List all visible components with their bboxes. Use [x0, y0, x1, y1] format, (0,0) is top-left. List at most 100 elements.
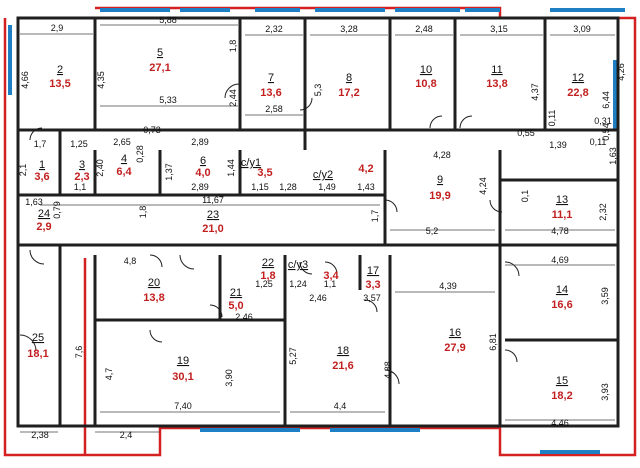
dim-label: 7,6 — [74, 346, 84, 359]
dim-label: 5,88 — [159, 15, 177, 25]
room-3-number: 3 — [79, 159, 85, 171]
room-1-area: 3,6 — [34, 171, 49, 183]
dim-label: 1,8 — [138, 206, 148, 219]
room-19-area: 30,1 — [172, 371, 193, 383]
dim-label: 1,44 — [226, 159, 236, 177]
dim-label: 1,43 — [357, 182, 375, 192]
room-10-number: 10 — [420, 64, 432, 76]
room-20-number: 20 — [148, 277, 160, 289]
room-wc2-area: 4,2 — [358, 163, 373, 175]
room-11-area: 13,8 — [486, 78, 507, 90]
dim-label: 6,81 — [488, 333, 498, 351]
dim-label: 4,35 — [96, 71, 106, 89]
dim-label: 5,3 — [313, 84, 323, 97]
dim-label: 3,93 — [600, 383, 610, 401]
dim-label: 0,54 — [601, 123, 611, 141]
room-wc1-number: с/у1 — [241, 157, 261, 169]
dimension-lines — [20, 24, 615, 433]
windows-top — [8, 8, 625, 454]
room-23-number: 23 — [207, 209, 219, 221]
dim-label: 0,79 — [52, 201, 62, 219]
dim-label: 2,48 — [415, 24, 433, 34]
dim-label: 1,25 — [255, 279, 273, 289]
dim-label: 5,2 — [426, 226, 439, 236]
room-2-number: 2 — [57, 64, 63, 76]
dim-label: 4,7 — [104, 368, 114, 381]
dim-label: 1,28 — [279, 182, 297, 192]
doors — [19, 83, 520, 385]
room-9-area: 19,9 — [429, 190, 450, 202]
dim-label: 2,32 — [598, 203, 608, 221]
dim-label: 2,40 — [95, 159, 105, 177]
dim-label: 1,7 — [370, 210, 380, 223]
dim-label: 4,78 — [551, 226, 569, 236]
room-13-area: 11,1 — [552, 209, 573, 221]
dim-label: 4,66 — [20, 71, 30, 89]
dim-label: 4,88 — [383, 361, 393, 379]
dim-label: 2,89 — [191, 137, 209, 147]
dim-label: 2,1 — [18, 164, 28, 177]
room-9-number: 9 — [437, 174, 443, 186]
dim-label: 0,1 — [520, 190, 530, 203]
dim-label: 2,9 — [51, 23, 64, 33]
room-6-area: 4,0 — [195, 167, 210, 179]
room-15-number: 15 — [556, 375, 568, 387]
dim-label: 3,28 — [340, 24, 358, 34]
room-6-number: 6 — [200, 155, 206, 167]
room-16-area: 27,9 — [444, 342, 465, 354]
dim-label: 4,8 — [124, 256, 137, 266]
room-wc3-number: с/у3 — [288, 259, 308, 271]
dim-label: 2,32 — [265, 24, 283, 34]
dim-label: 1,7 — [34, 139, 47, 149]
room-wc1-area: 3,5 — [257, 167, 272, 179]
room-18-number: 18 — [337, 345, 349, 357]
room-4-area: 6,4 — [116, 166, 132, 178]
room-11-number: 11 — [491, 64, 502, 76]
room-20-area: 13,8 — [143, 292, 164, 304]
dim-label: 1,39 — [549, 140, 567, 150]
dim-label: 3,09 — [573, 24, 591, 34]
dim-label: 3,59 — [600, 287, 610, 305]
room-14-number: 14 — [556, 284, 568, 296]
room-24-number: 24 — [38, 208, 50, 220]
room-1-number: 1 — [39, 159, 45, 171]
dim-label: 3,57 — [363, 293, 381, 303]
dim-label: 1,49 — [318, 182, 336, 192]
room-16-number: 16 — [449, 327, 461, 339]
dim-label: 2,46 — [309, 293, 327, 303]
room-18-area: 21,6 — [332, 360, 353, 372]
dim-label: 7,40 — [174, 401, 192, 411]
room-15-area: 18,2 — [551, 390, 572, 402]
room-19-number: 19 — [177, 355, 189, 367]
room-8-number: 8 — [346, 72, 352, 84]
dim-label: 5,27 — [288, 347, 298, 365]
room-25-number: 25 — [32, 332, 44, 344]
dim-label: 11,67 — [202, 195, 224, 205]
dim-label: 2,58 — [265, 104, 283, 114]
room-25-area: 18,1 — [27, 348, 48, 360]
room-wc2-number: с/у2 — [313, 169, 333, 181]
dim-label: 2,44 — [228, 89, 238, 107]
dim-label: 4,69 — [551, 255, 569, 265]
room-8-area: 17,2 — [338, 87, 359, 99]
dim-label: 1,63 — [25, 197, 43, 207]
room-7-area: 13,6 — [260, 87, 281, 99]
dim-label: 1,1 — [324, 279, 337, 289]
dim-label: 1,8 — [228, 40, 238, 53]
dim-label: 4,37 — [530, 83, 540, 101]
dim-label: 3,90 — [224, 369, 234, 387]
dim-label: 2,65 — [113, 137, 131, 147]
dim-label: 0,11 — [590, 137, 607, 147]
dim-label: 1,63 — [608, 147, 618, 165]
dim-label: 4,4 — [334, 401, 347, 411]
room-13-number: 13 — [556, 194, 568, 206]
room-17-area: 3,3 — [365, 279, 380, 291]
room-5-area: 27,1 — [149, 62, 170, 74]
room-10-area: 10,8 — [415, 78, 436, 90]
dim-label: 2,46 — [235, 312, 253, 322]
room-21-number: 21 — [230, 287, 242, 299]
room-22-area: 1,8 — [260, 270, 275, 282]
dim-label: 0,55 — [517, 128, 535, 138]
dim-label: 0,11 — [547, 110, 557, 127]
